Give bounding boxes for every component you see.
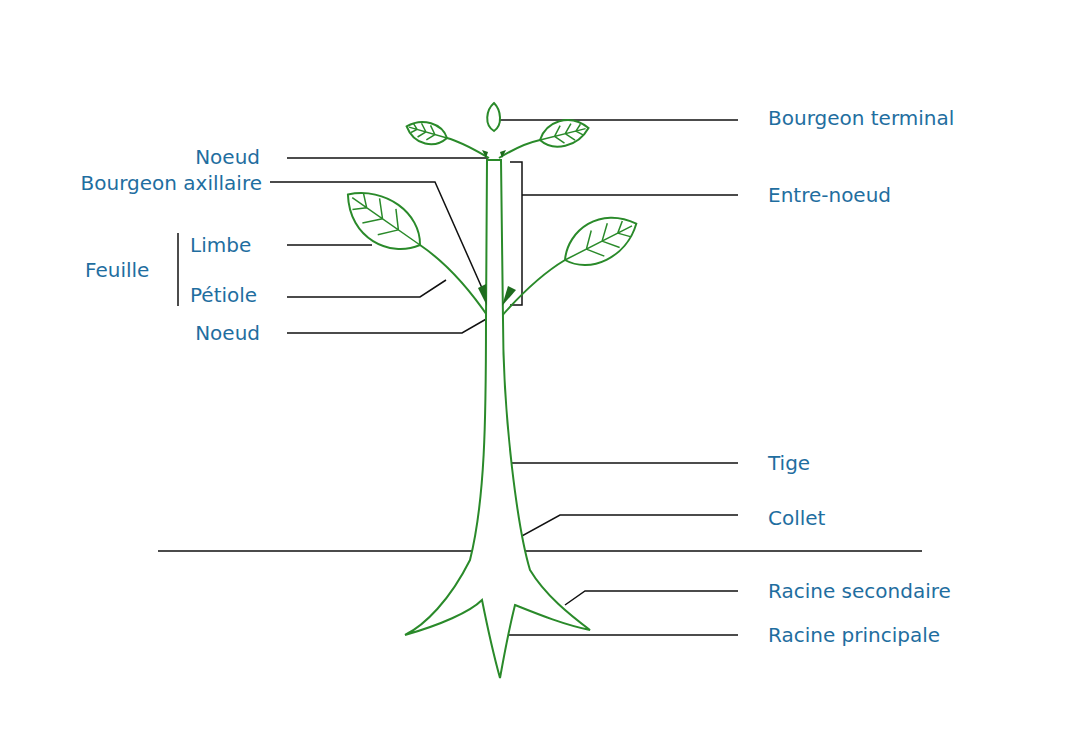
terminal-bud [487, 103, 500, 131]
leaf [555, 204, 645, 276]
part-label: Racine principale [768, 623, 940, 647]
part-label: Bourgeon terminal [768, 106, 954, 130]
leaf [403, 117, 449, 149]
part-label: Racine secondaire [768, 579, 951, 603]
part-label: Collet [768, 506, 825, 530]
part-label: Bourgeon axillaire [81, 171, 262, 195]
part-label: Noeud [195, 145, 260, 169]
part-label: Feuille [85, 258, 149, 282]
part-label: Noeud [195, 321, 260, 345]
part-label: Limbe [190, 233, 251, 257]
part-label: Tige [768, 451, 810, 475]
axillary-buds [478, 150, 516, 306]
leader-lines [178, 120, 738, 635]
part-label: Entre-noeud [768, 183, 891, 207]
leaf [334, 178, 431, 265]
leaf [537, 115, 592, 152]
part-label: Pétiole [190, 283, 257, 307]
stem-and-roots [405, 160, 590, 678]
ground-line [158, 550, 922, 552]
